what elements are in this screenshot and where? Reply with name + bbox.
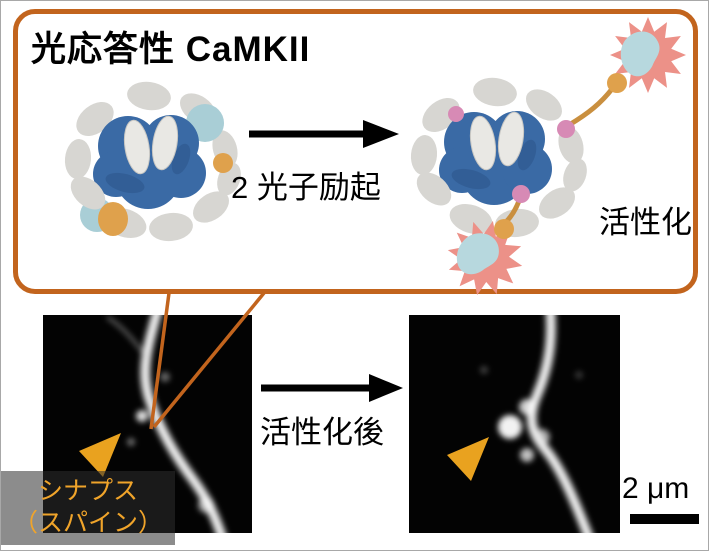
scale-bar (630, 514, 699, 524)
two-photon-excitation-label: 2 光子励起 (231, 170, 381, 205)
after-activation-label: 活性化後 (260, 415, 384, 450)
micrograph-after (409, 315, 620, 533)
synapse-caption-line2: （スパイン） (13, 509, 164, 537)
hub-pillars (123, 115, 179, 175)
dendrite-after (480, 315, 594, 533)
arrowhead-marker-icon (79, 433, 121, 477)
synapse-caption-line1: シナプス (38, 477, 139, 505)
active-hub-complex (410, 77, 587, 238)
linker-orange-icon (213, 153, 233, 173)
linker-orange-icon (98, 202, 128, 236)
scale-bar-label: 2 μm (622, 472, 690, 505)
right-arrow-icon (261, 374, 403, 402)
synapse-caption: シナプス （スパイン） (1, 471, 176, 545)
arrowhead-marker-icon (447, 437, 489, 481)
active-camkii-illustration (410, 17, 686, 299)
hub-shading (105, 143, 191, 194)
linker-orange-icon (494, 219, 514, 239)
right-arrow-icon (249, 120, 399, 148)
linker-orange-icon (607, 73, 627, 93)
hub-blue-core (93, 115, 206, 209)
callout-title: 光応答性 CaMKII (31, 30, 311, 69)
activation-label: 活性化 (599, 205, 692, 240)
binding-site-pink-icon (448, 106, 575, 203)
inactive-camkii-illustration (64, 81, 241, 242)
